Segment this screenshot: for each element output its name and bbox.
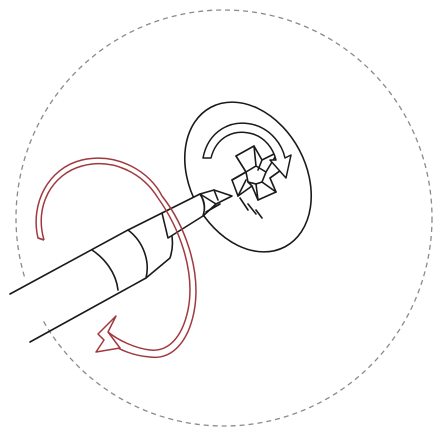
phillips-screwdriver-icon — [0, 190, 232, 344]
phillips-screw-head-icon — [160, 80, 337, 274]
